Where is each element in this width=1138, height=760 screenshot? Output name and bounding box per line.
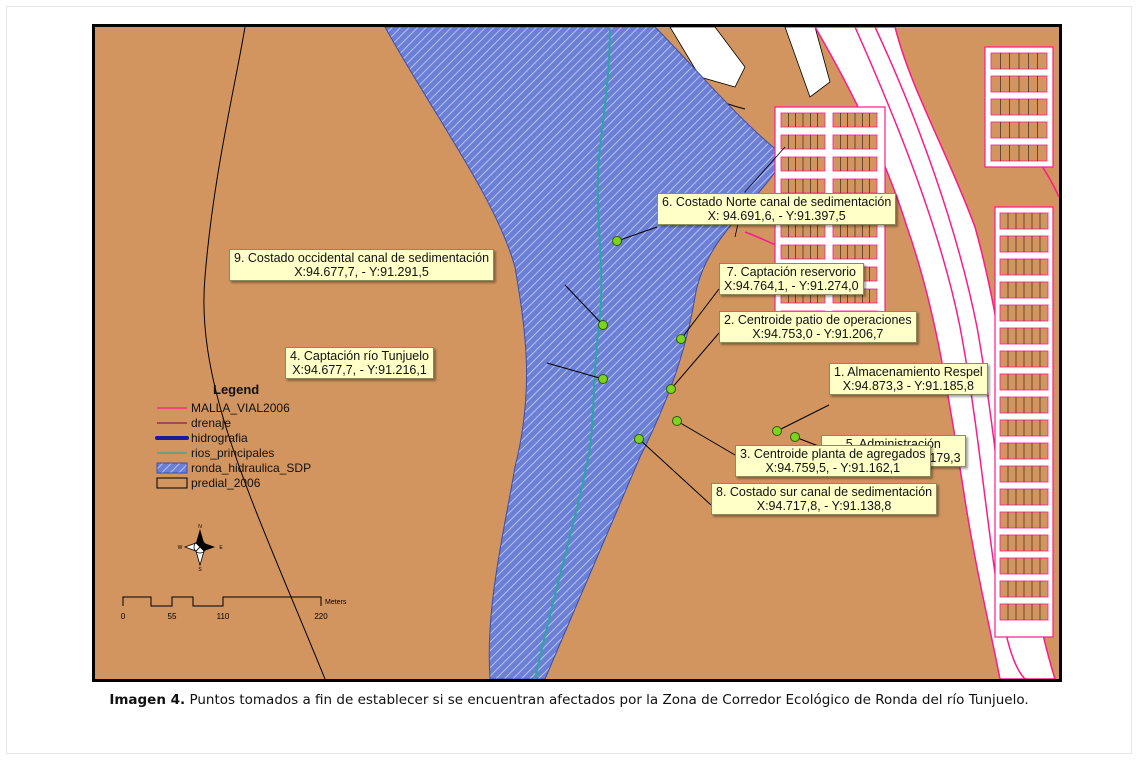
legend-item-malla-vial: MALLA_VIAL2006 [155,400,375,415]
callout-point-4[interactable]: 4. Captación río Tunjuelo X:94.677,7, - … [285,347,434,379]
callout-label: 4. Captación río Tunjuelo [290,349,429,363]
callout-label: 7. Captación reservorio [726,265,856,279]
callout-point-3[interactable]: 3. Centroide planta de agregados X:94.75… [735,445,931,477]
scale-tick-0: 0 [121,612,126,621]
leader-line [564,284,604,326]
scale-tick-55: 55 [168,612,177,621]
sample-point-marker [598,320,608,330]
leader-line [676,420,736,456]
callout-coords: X:94.753,0 - Y:91.206,7 [752,327,884,341]
hatched-area-symbol-icon [156,462,188,473]
callout-coords: X: 94.691,6, - Y:91.397,5 [707,209,846,223]
callout-coords: X:94.677,7, - Y:91.291,5 [294,265,429,279]
legend-label: hidrografia [191,430,248,445]
legend-label: predial_2006 [191,475,261,490]
legend-label: ronda_hidraulica_SDP [191,460,312,475]
scale-unit: Meters [325,599,347,606]
callout-leaders [546,226,830,506]
compass-rose-icon: N S W E [178,524,224,571]
legend-label: drenaje [191,415,232,430]
legend-label: MALLA_VIAL2006 [191,400,290,415]
callout-coords: X:94.873,3 - Y:91.185,8 [842,379,974,393]
callout-coords: X:94.764,1, - Y:91.274,0 [724,279,859,293]
sample-point-marker [772,426,782,436]
callout-label: 6. Costado Norte canal de sedimentación [662,195,892,209]
urban-blocks-east [994,206,1054,638]
road-line-symbol-icon [157,406,187,409]
sample-point-marker [672,416,682,426]
callout-point-9[interactable]: 9. Costado occidental canal de sedimenta… [229,249,495,281]
parcel-box-symbol-icon [156,477,188,488]
callout-coords: X:94.677,7, - Y:91.216,1 [292,363,427,377]
callout-label: 1. Almacenamiento Respel [834,365,983,379]
callout-label: 3. Centroide planta de agregados [740,447,926,461]
compass-w: W [178,545,183,551]
page-frame [6,6,1132,754]
drainage-line-symbol-icon [157,421,187,424]
leader-line [616,226,658,242]
ronda-hidraulica-zone [384,27,786,679]
compass-s: S [198,567,202,571]
map-legend: Legend MALLA_VIAL2006 drenaje hidrografi… [155,382,375,490]
leader-line [546,362,604,380]
legend-item-drenaje: drenaje [155,415,375,430]
legend-item-rios: rios_principales [155,445,375,460]
callout-point-2[interactable]: 2. Centroide patio de operaciones X:94.7… [719,311,917,343]
legend-item-predial: predial_2006 [155,475,375,490]
callout-label: 9. Costado occidental canal de sedimenta… [234,251,490,265]
sample-point-marker [790,432,800,442]
callout-point-6[interactable]: 6. Costado Norte canal de sedimentación … [657,193,897,225]
sample-point-marker [676,334,686,344]
legend-label: rios_principales [191,445,275,460]
sample-point-marker [634,434,644,444]
caption-text: Puntos tomados a fin de establecer si se… [185,692,1029,708]
sample-points [598,236,800,444]
leader-line [776,404,830,432]
river-line-symbol-icon [157,451,187,454]
river-bank-gap [784,27,831,98]
callout-label: 8. Costado sur canal de sedimentación [716,485,933,499]
scale-bar-line [122,596,322,607]
scale-bar: 0 55 110 220 Meters [121,596,347,621]
figure-caption: Imagen 4. Puntos tomados a fin de establ… [40,690,1098,710]
map-canvas [95,27,1059,679]
scale-tick-220: 220 [314,612,328,621]
sample-point-marker [666,384,676,394]
sample-point-marker [598,374,608,384]
leader-line [638,438,712,506]
callout-point-8[interactable]: 8. Costado sur canal de sedimentación X:… [711,483,938,515]
callout-label: 2. Centroide patio de operaciones [724,313,912,327]
callout-coords: X:94.717,8, - Y:91.138,8 [756,499,892,513]
callout-coords: X:94.759,5, - Y:91.162,1 [765,461,901,475]
map-frame: 6. Costado Norte canal de sedimentación … [92,24,1062,682]
callout-point-7[interactable]: 7. Captación reservorio X:94.764,1, - Y:… [719,263,864,295]
callout-point-1[interactable]: 1. Almacenamiento Respel X:94.873,3 - Y:… [829,363,988,395]
leader-line [680,288,720,340]
leader-line [670,332,720,390]
urban-blocks-northeast [984,46,1054,168]
compass-n: N [198,524,202,530]
sample-point-marker [612,236,622,246]
scale-tick-110: 110 [217,612,230,621]
legend-item-ronda: ronda_hidraulica_SDP [155,460,375,475]
compass-e: E [219,545,223,551]
legend-item-hidrografia: hidrografia [155,430,375,445]
caption-prefix: Imagen 4. [109,692,186,708]
hydro-line-symbol-icon [155,435,189,440]
parcel-boundary [203,27,326,679]
legend-title: Legend [213,382,260,397]
